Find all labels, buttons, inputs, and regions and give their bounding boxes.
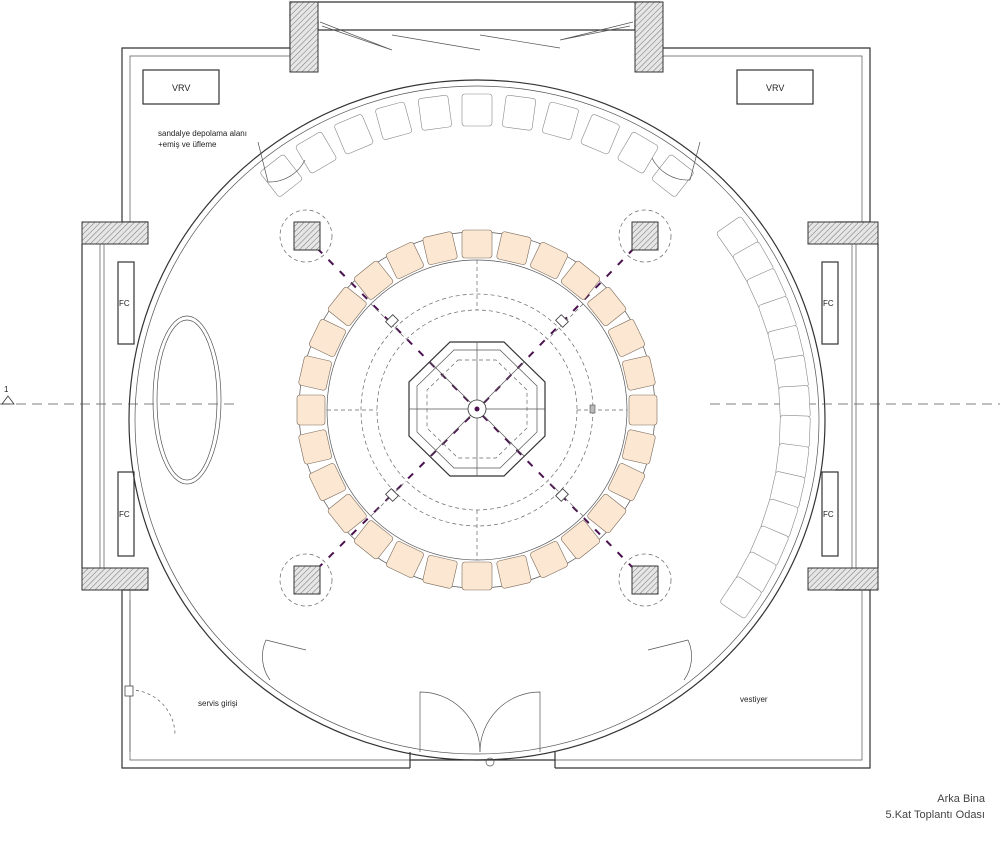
chair (260, 154, 302, 197)
chair (617, 132, 659, 174)
chair (422, 231, 458, 265)
chair (298, 429, 332, 465)
chair (375, 101, 412, 140)
chair (608, 319, 645, 357)
chair (353, 260, 394, 300)
chair (418, 94, 452, 131)
chair (461, 229, 493, 259)
oval-stage-outline (152, 315, 222, 485)
stacked-chairs-right (716, 216, 811, 619)
chair (496, 231, 532, 265)
chair (502, 94, 536, 131)
chair (309, 319, 346, 357)
chair (496, 555, 532, 589)
fc-bottom-right-label: FC (823, 510, 834, 519)
chair (720, 576, 762, 619)
chair (580, 114, 620, 155)
storage-label-line2: +emiş ve üfleme (158, 140, 217, 149)
chair (530, 242, 568, 279)
fc-bottom-left-label: FC (119, 510, 130, 519)
chair (778, 385, 811, 420)
chair (309, 463, 346, 501)
chair (327, 286, 367, 327)
section-marker: 1 (1, 385, 15, 405)
cloakroom-label: vestiyer (740, 695, 768, 704)
chair (296, 394, 326, 426)
axis-lines (0, 236, 1000, 581)
chair (542, 101, 579, 140)
chair (779, 414, 811, 449)
service-entrance-label: servis girişi (198, 699, 238, 708)
chair (298, 355, 332, 391)
building-name: Arka Bina (937, 793, 986, 805)
chair (461, 93, 493, 127)
chair (530, 541, 568, 578)
room-labels: sandalye depolama alanı +emiş ve üfleme … (158, 129, 768, 708)
chair (622, 429, 656, 465)
outer-walls (81, 1, 879, 769)
conference-chairs (296, 229, 658, 591)
chair (560, 520, 601, 560)
chair (608, 463, 645, 501)
chair (587, 493, 627, 534)
title-block: Arka Bina 5.Kat Toplantı Odası (886, 793, 986, 821)
fc-top-left-label: FC (119, 299, 130, 308)
room-name: 5.Kat Toplantı Odası (886, 809, 985, 821)
central-octagon (408, 341, 546, 477)
fan-coil-units: FC FC FC FC (117, 261, 839, 557)
round-room (128, 79, 826, 761)
chair (560, 260, 601, 300)
columns (279, 209, 672, 607)
top-window (319, 21, 634, 51)
doors (124, 141, 701, 767)
chair (386, 242, 424, 279)
chair (461, 561, 493, 591)
chair (422, 555, 458, 589)
chair (628, 394, 658, 426)
chair (334, 114, 374, 155)
chair (295, 132, 337, 174)
stacked-chairs-top (260, 93, 694, 197)
vrv-units: VRV VRV (142, 69, 814, 105)
vrv-right-label: VRV (766, 83, 784, 93)
chair (652, 154, 694, 197)
chair (353, 520, 394, 560)
chair (386, 541, 424, 578)
fc-top-right-label: FC (823, 299, 834, 308)
vrv-left-label: VRV (172, 83, 190, 93)
chair (587, 286, 627, 327)
chair (622, 355, 656, 391)
section-number: 1 (4, 385, 9, 394)
chair (327, 493, 367, 534)
storage-label-line1: sandalye depolama alanı (158, 129, 247, 138)
